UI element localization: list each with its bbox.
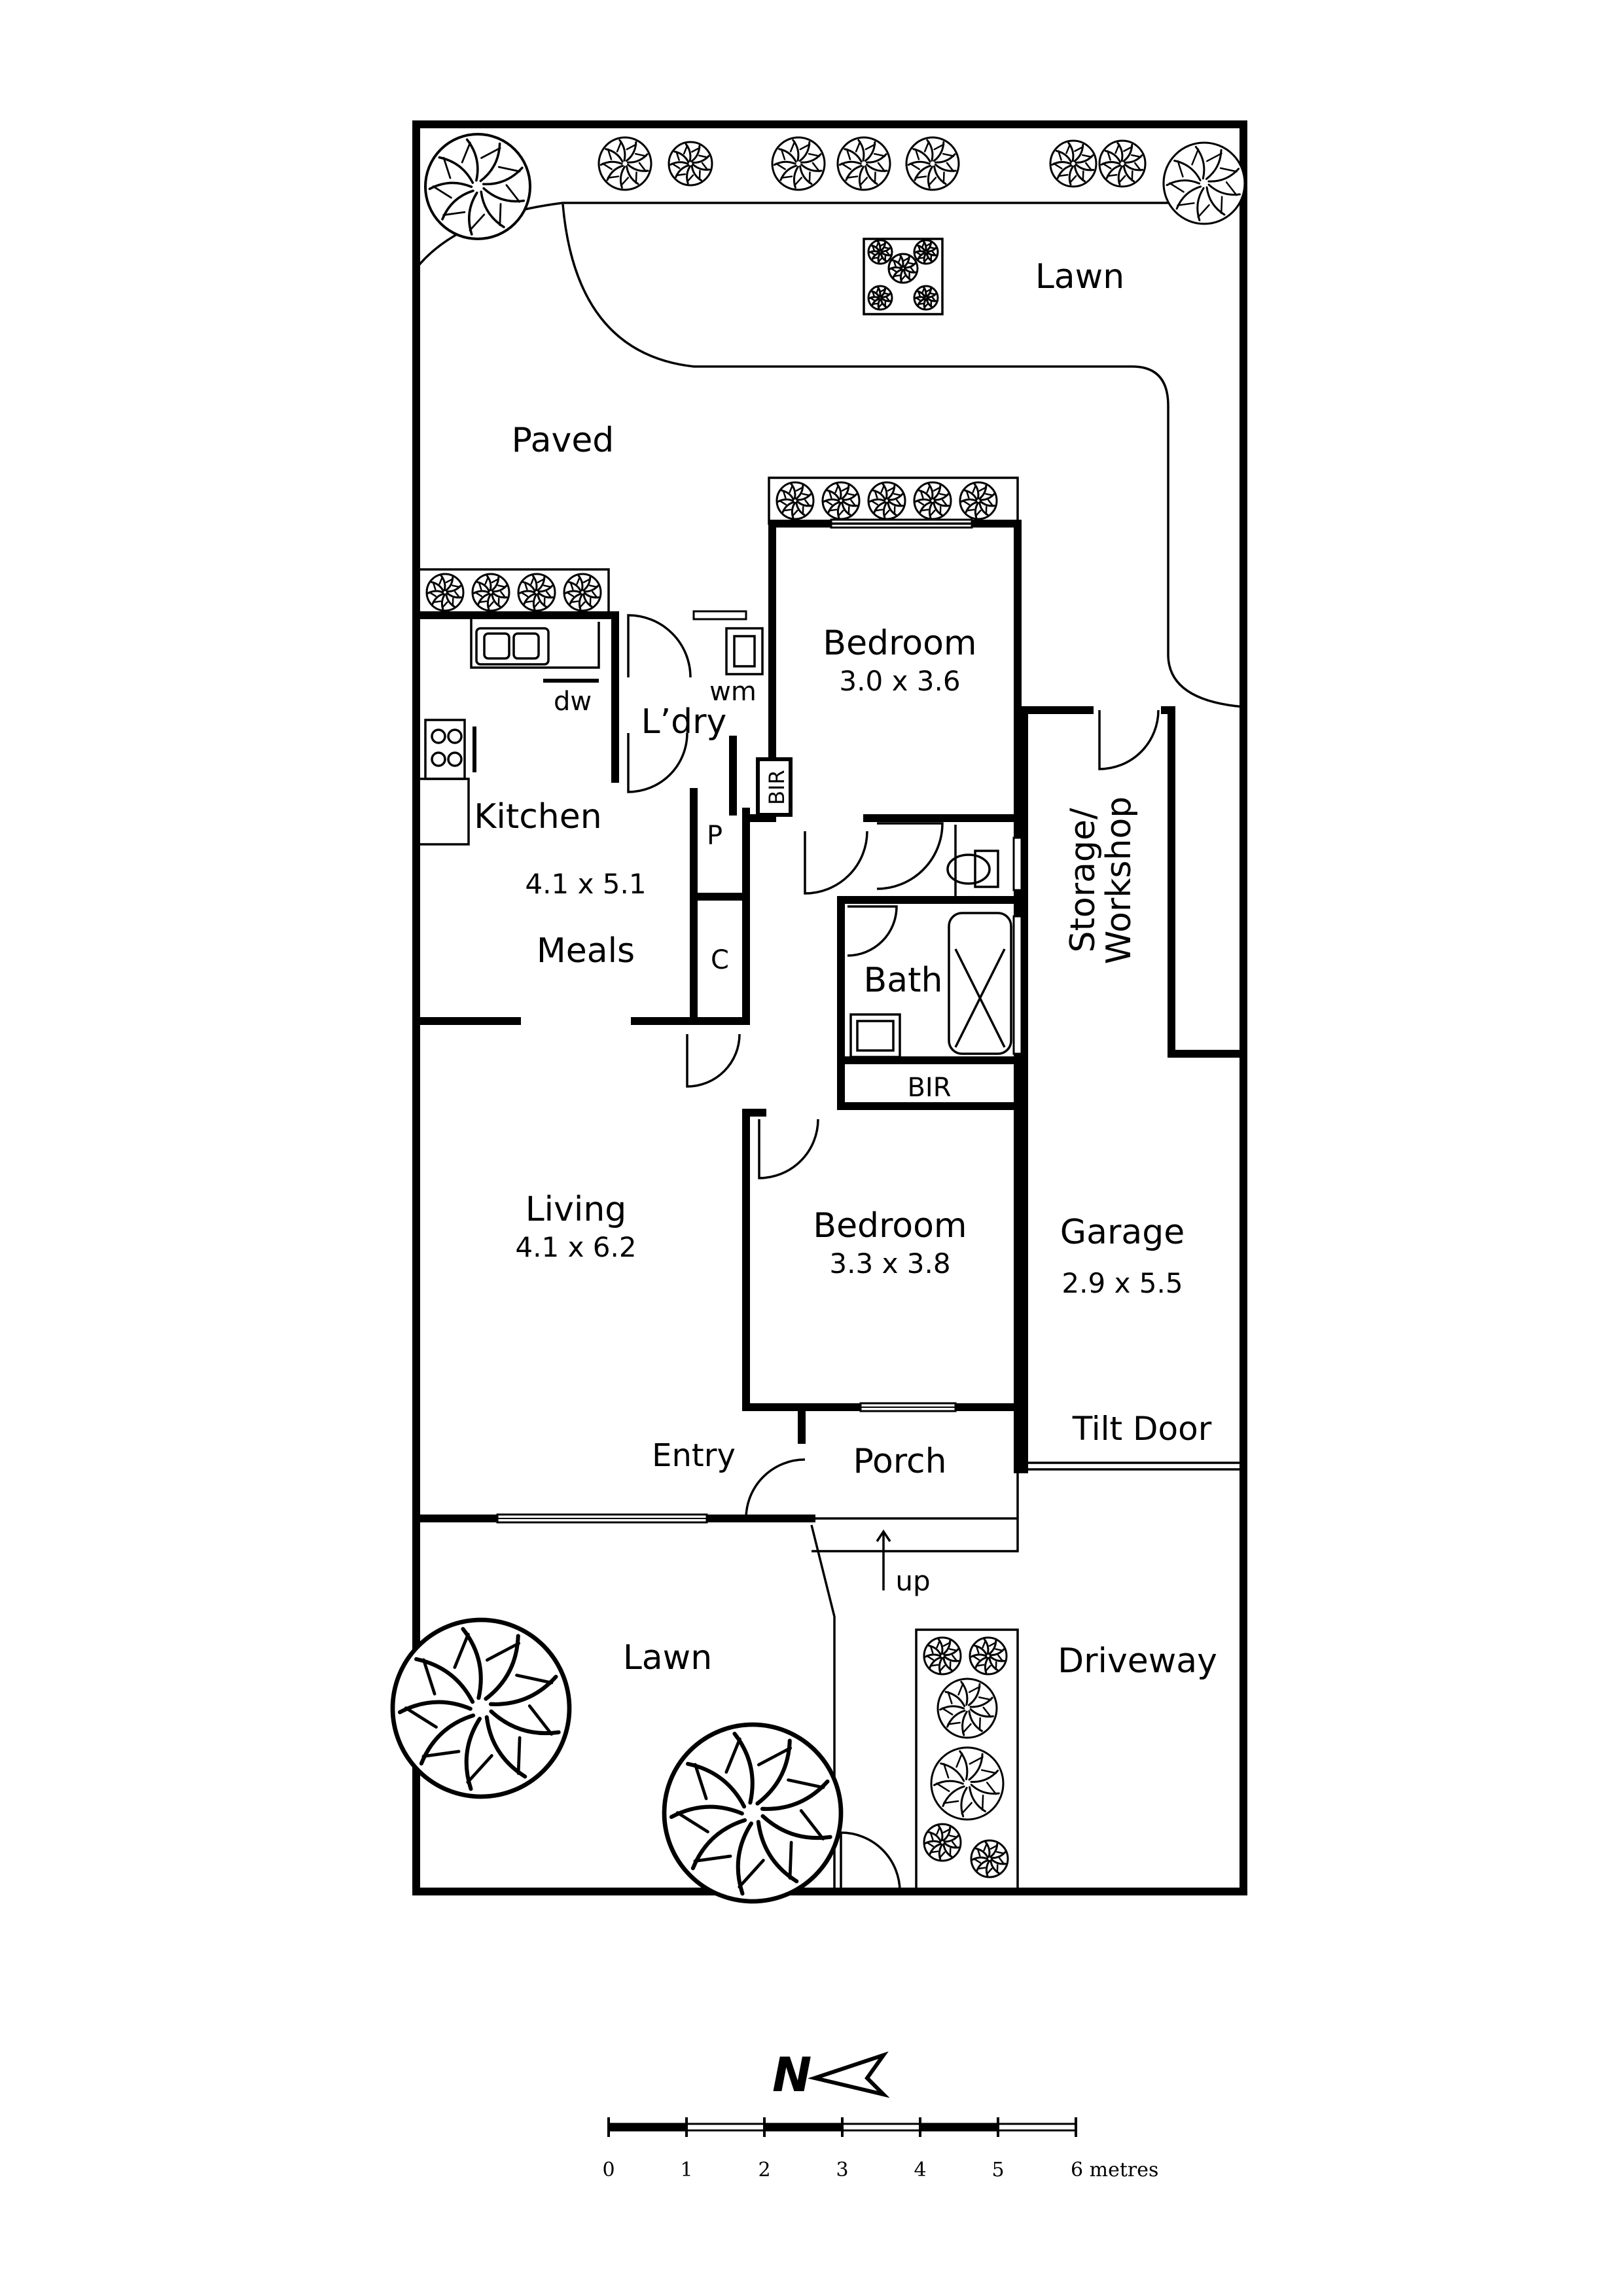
tree-icon (563, 573, 602, 612)
living-name: Living (526, 1190, 627, 1229)
tree-icon (969, 1636, 1008, 1676)
tree-icon (424, 133, 531, 240)
storage-line1: Storage/ (1063, 808, 1103, 952)
tree-icon (887, 253, 919, 284)
garage-walls (1020, 706, 1247, 1473)
front-lawn-label: Lawn (623, 1638, 712, 1677)
scale-bar: 0 1 2 3 4 5 6 metres (602, 2117, 1158, 2181)
washing-machine-label: wm (709, 677, 757, 707)
kitchen-name: Kitchen (474, 797, 601, 836)
tree-icon (970, 1839, 1009, 1878)
bir-upper-label: BIR (764, 770, 789, 805)
tree-icon (913, 239, 939, 265)
tree-icon (867, 285, 893, 311)
entry-name: Entry (652, 1437, 736, 1474)
house-walls (412, 520, 1028, 1522)
fixture-labels: dw wm P C BIR BIR Tilt Door up (554, 677, 1212, 1597)
scale-tick-label: 2 (758, 2159, 770, 2181)
rear-lawn-label: Lawn (1035, 257, 1124, 296)
tree-icon (923, 1636, 962, 1676)
kitchen-fixtures (415, 615, 764, 846)
tilt-door-label: Tilt Door (1072, 1410, 1212, 1448)
bedroom2-dims: 3.3 x 3.8 (829, 1247, 950, 1280)
meals-name: Meals (537, 931, 635, 971)
tree-icon (597, 136, 652, 191)
tree-icon (930, 1746, 1005, 1821)
doors (627, 614, 1160, 1892)
scale-tick-label: 5 (991, 2159, 1004, 2181)
kitchen-dims: 4.1 x 5.1 (525, 868, 646, 900)
bathroom-fixtures (849, 825, 1012, 1058)
trees (390, 133, 1246, 1904)
tree-icon (390, 1617, 572, 1799)
tree-icon (867, 481, 906, 520)
garage-name: Garage (1060, 1213, 1185, 1252)
scale-tick-label: 1 (680, 2159, 692, 2181)
north-label: N (772, 2047, 812, 2102)
outdoor-labels: Lawn Paved Lawn Driveway (512, 257, 1217, 1681)
living-dims: 4.1 x 6.2 (515, 1231, 636, 1263)
storage-line2: Workshop (1099, 797, 1139, 965)
laundry-name: L’dry (641, 702, 727, 742)
bath-name: Bath (864, 961, 943, 1000)
bedroom2-name: Bedroom (813, 1206, 967, 1246)
up-label: up (895, 1565, 930, 1597)
tree-icon (821, 481, 861, 520)
north-arrow-icon (808, 2051, 890, 2098)
scale-tick-label: 4 (914, 2159, 926, 2181)
garage-dims: 2.9 x 5.5 (1061, 1267, 1183, 1299)
tree-icon (959, 481, 998, 520)
scale-tick-label: 6 metres (1071, 2159, 1158, 2181)
tree-icon (836, 136, 891, 191)
tree-icon (913, 481, 952, 520)
scale-tick-label: 3 (836, 2159, 848, 2181)
bir-lower-label: BIR (907, 1073, 951, 1103)
north-arrow: N (772, 2047, 890, 2102)
scale-tick-label: 0 (602, 2159, 615, 2181)
tree-icon (668, 141, 713, 187)
bedroom1-dims: 3.0 x 3.6 (839, 665, 960, 697)
tree-icon (936, 1677, 998, 1739)
bedroom1-name: Bedroom (823, 624, 976, 663)
dishwasher-label: dw (554, 687, 592, 717)
tree-icon (517, 573, 556, 612)
tree-icon (771, 136, 826, 191)
tree-icon (1049, 139, 1097, 188)
cupboard-label: C (711, 945, 729, 975)
tree-icon (425, 573, 465, 612)
tree-icon (471, 573, 510, 612)
tree-icon (923, 1823, 962, 1862)
tree-icon (776, 481, 815, 520)
porch-steps (810, 1469, 1019, 1892)
tree-icon (913, 285, 939, 311)
property-boundary (412, 120, 1247, 1895)
planter-boxes (418, 238, 1019, 1893)
driveway-label: Driveway (1058, 1641, 1217, 1681)
room-labels: Bedroom 3.0 x 3.6 Bedroom 3.3 x 3.8 Kitc… (474, 624, 1185, 1481)
pantry-label: P (707, 821, 722, 851)
porch-name: Porch (853, 1442, 946, 1481)
tree-icon (905, 136, 960, 191)
tree-icon (1162, 141, 1246, 225)
tree-icon (662, 1722, 844, 1904)
paved-label: Paved (512, 421, 615, 460)
tree-icon (1098, 139, 1147, 188)
tree-icon (867, 239, 893, 265)
